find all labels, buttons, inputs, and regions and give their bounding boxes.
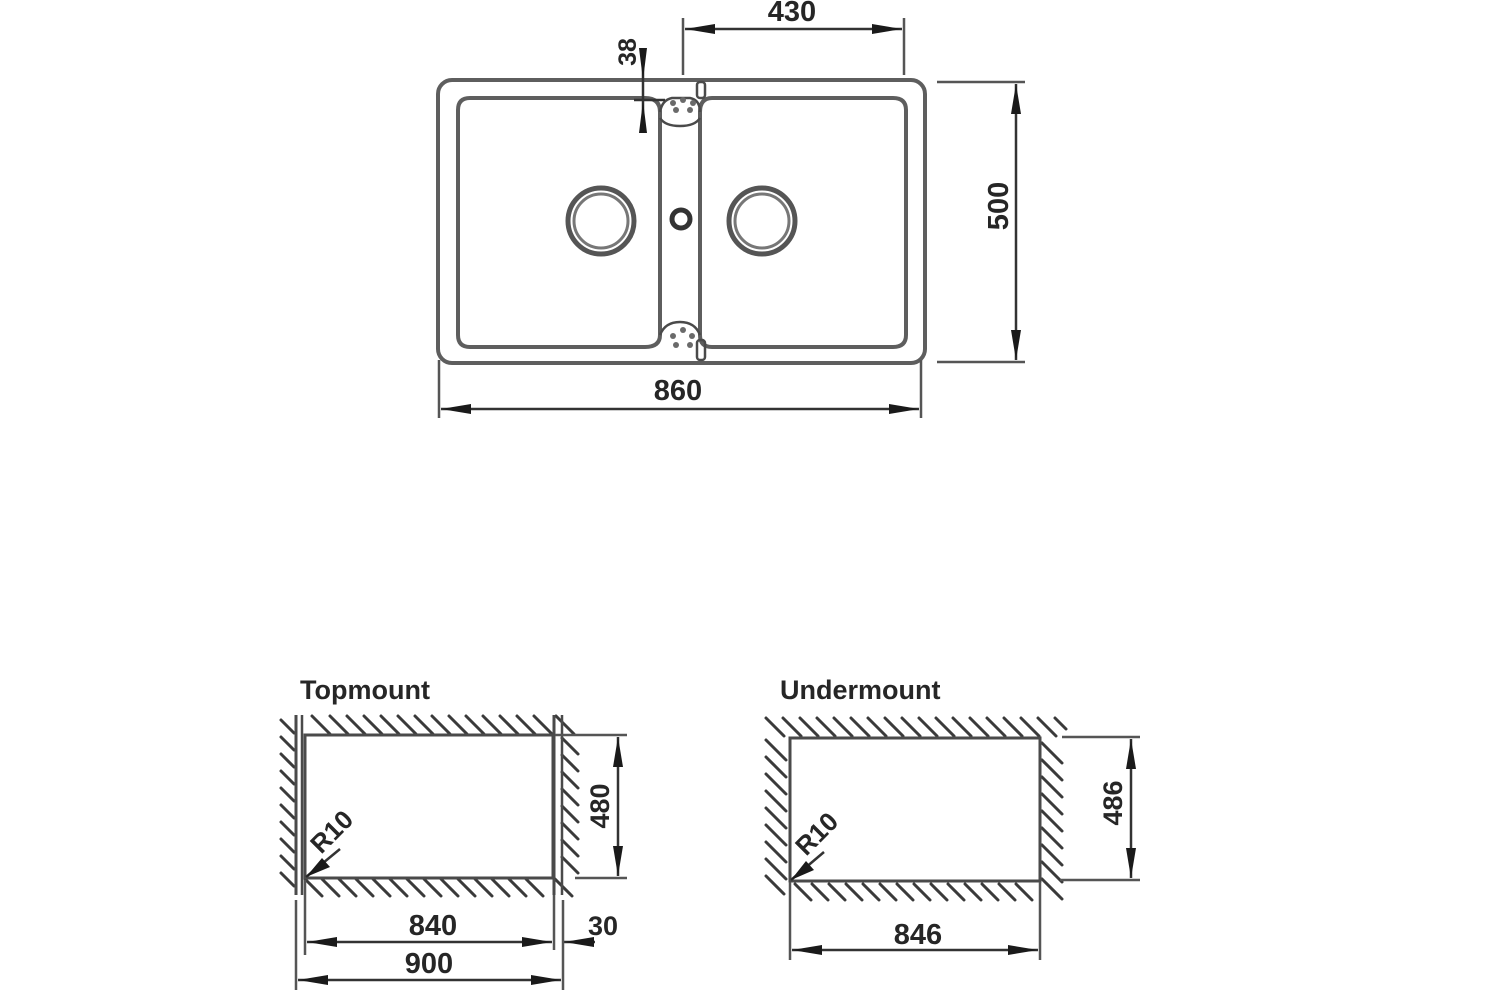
dimension-bowl-width: 430 (681, 0, 906, 75)
right-drain-icon (726, 185, 798, 257)
dimension-rim-offset: 38 (614, 38, 665, 133)
undermount-hatching (764, 716, 1068, 902)
tap-hole-bottom-icon (670, 327, 707, 362)
topmount-radius-label: R10 (304, 804, 359, 859)
topmount-overhang-label: 30 (588, 911, 618, 941)
topmount-dimension-inner-width: 840 (303, 880, 556, 955)
topmount-hatching (279, 714, 580, 898)
divider-top-curve (658, 117, 702, 128)
undermount-dimension-depth: 486 (1060, 735, 1140, 882)
left-bowl (456, 96, 662, 349)
overall-depth-label: 500 (983, 182, 1015, 230)
dimension-overall-depth: 500 (937, 80, 1025, 364)
overflow-hole-icon (669, 207, 693, 231)
left-drain-icon (565, 185, 637, 257)
undermount-depth-label: 486 (1098, 780, 1128, 825)
undermount-title: Undermount (780, 675, 940, 705)
undermount-radius-label: R10 (789, 806, 844, 861)
topmount-dimension-outer-width: 900 (294, 900, 565, 990)
tap-hole-top-icon (670, 80, 707, 113)
topmount-title: Topmount (300, 675, 430, 705)
topmount-cutout: Topmount (279, 675, 627, 990)
sink-outer-rim (436, 78, 927, 365)
undermount-cutout: Undermount (764, 675, 1140, 960)
topmount-inner-width-label: 840 (409, 910, 457, 942)
bowl-width-label: 430 (768, 0, 816, 28)
topmount-outer-width-label: 900 (405, 948, 453, 980)
rim-offset-label: 38 (614, 38, 642, 66)
overall-width-label: 860 (654, 375, 702, 407)
topmount-dimension-depth: 480 (555, 733, 627, 880)
undermount-inner-width-label: 846 (894, 919, 942, 951)
sink-plan-view: 430 38 500 860 (436, 0, 1025, 418)
dimension-overall-width: 860 (437, 360, 923, 418)
topmount-depth-label: 480 (585, 783, 615, 828)
divider-bottom-curve (658, 320, 702, 336)
topmount-cutout-rect (303, 733, 555, 880)
topmount-radius-callout: R10 (304, 804, 359, 878)
undermount-cutout-rect (788, 736, 1042, 883)
undermount-dimension-inner-width: 846 (788, 882, 1042, 960)
topmount-dimension-overhang: 30 (562, 911, 618, 947)
undermount-radius-callout: R10 (789, 806, 844, 881)
